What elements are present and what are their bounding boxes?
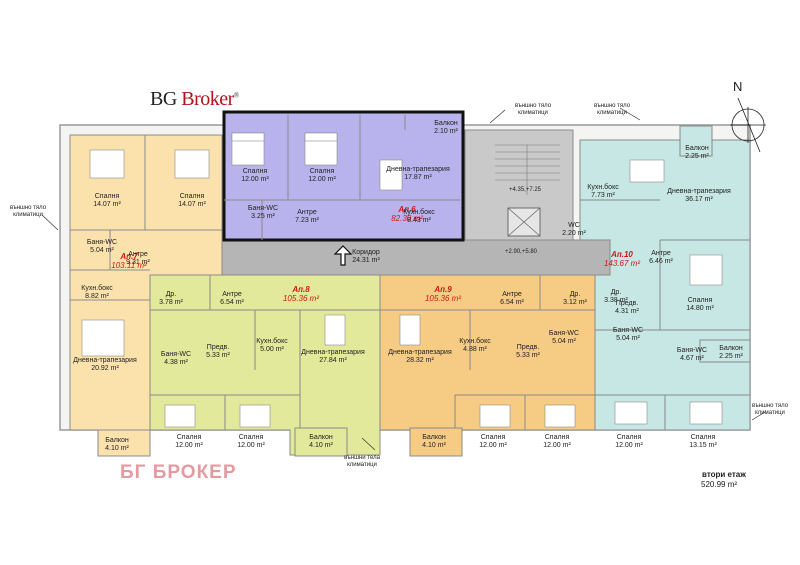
- floor-area: 520.99 m²: [701, 480, 738, 489]
- room-label: Др.3.78 m²: [159, 291, 183, 306]
- room-label: Др.3.38 m²: [604, 289, 628, 304]
- logo-bg-text: BG: [150, 88, 177, 110]
- room-label: Предв.5.33 m²: [206, 344, 230, 359]
- stair-steps: [495, 144, 560, 195]
- furniture: [81, 132, 723, 428]
- elevation-top: +4.35,+7.25: [508, 187, 542, 193]
- ac-note-left: външно тяло климатици: [9, 205, 47, 218]
- bg-broker-logo: BG Broker®: [150, 88, 239, 111]
- logo-registered-mark: ®: [233, 91, 239, 100]
- room-label: Предв.5.33 m²: [516, 344, 540, 359]
- watermark: БГ БРОКЕР: [120, 462, 237, 483]
- elevation-mid: +2.90,+5.80: [504, 249, 538, 255]
- balcony-apt7: [97, 429, 151, 457]
- balcony-apt10-top: [679, 125, 713, 157]
- entrance-arrow: [333, 245, 353, 266]
- ac-note-top-right: външно тяло климатици: [593, 103, 631, 116]
- interior-walls: [70, 115, 750, 430]
- ac-leaders: [41, 107, 766, 451]
- balcony-apt9: [409, 427, 463, 457]
- ac-note-top-center: външно тяло климатици: [514, 103, 552, 116]
- logo-broker-text: Broker: [181, 88, 234, 110]
- balcony-apt8: [294, 427, 348, 457]
- compass: [730, 97, 766, 153]
- north-indicator: N: [733, 79, 743, 94]
- room-label: Предв.4.31 m²: [615, 300, 639, 315]
- floor-title: втори етаж: [702, 470, 746, 479]
- balcony-apt10-right: [699, 339, 751, 363]
- ac-note-right: външно тяло климатици: [751, 403, 789, 416]
- ac-note-bottom: външни тела климатици: [344, 455, 380, 468]
- room-label: Др.3.12 m²: [563, 291, 587, 306]
- corridor-area: [221, 239, 611, 276]
